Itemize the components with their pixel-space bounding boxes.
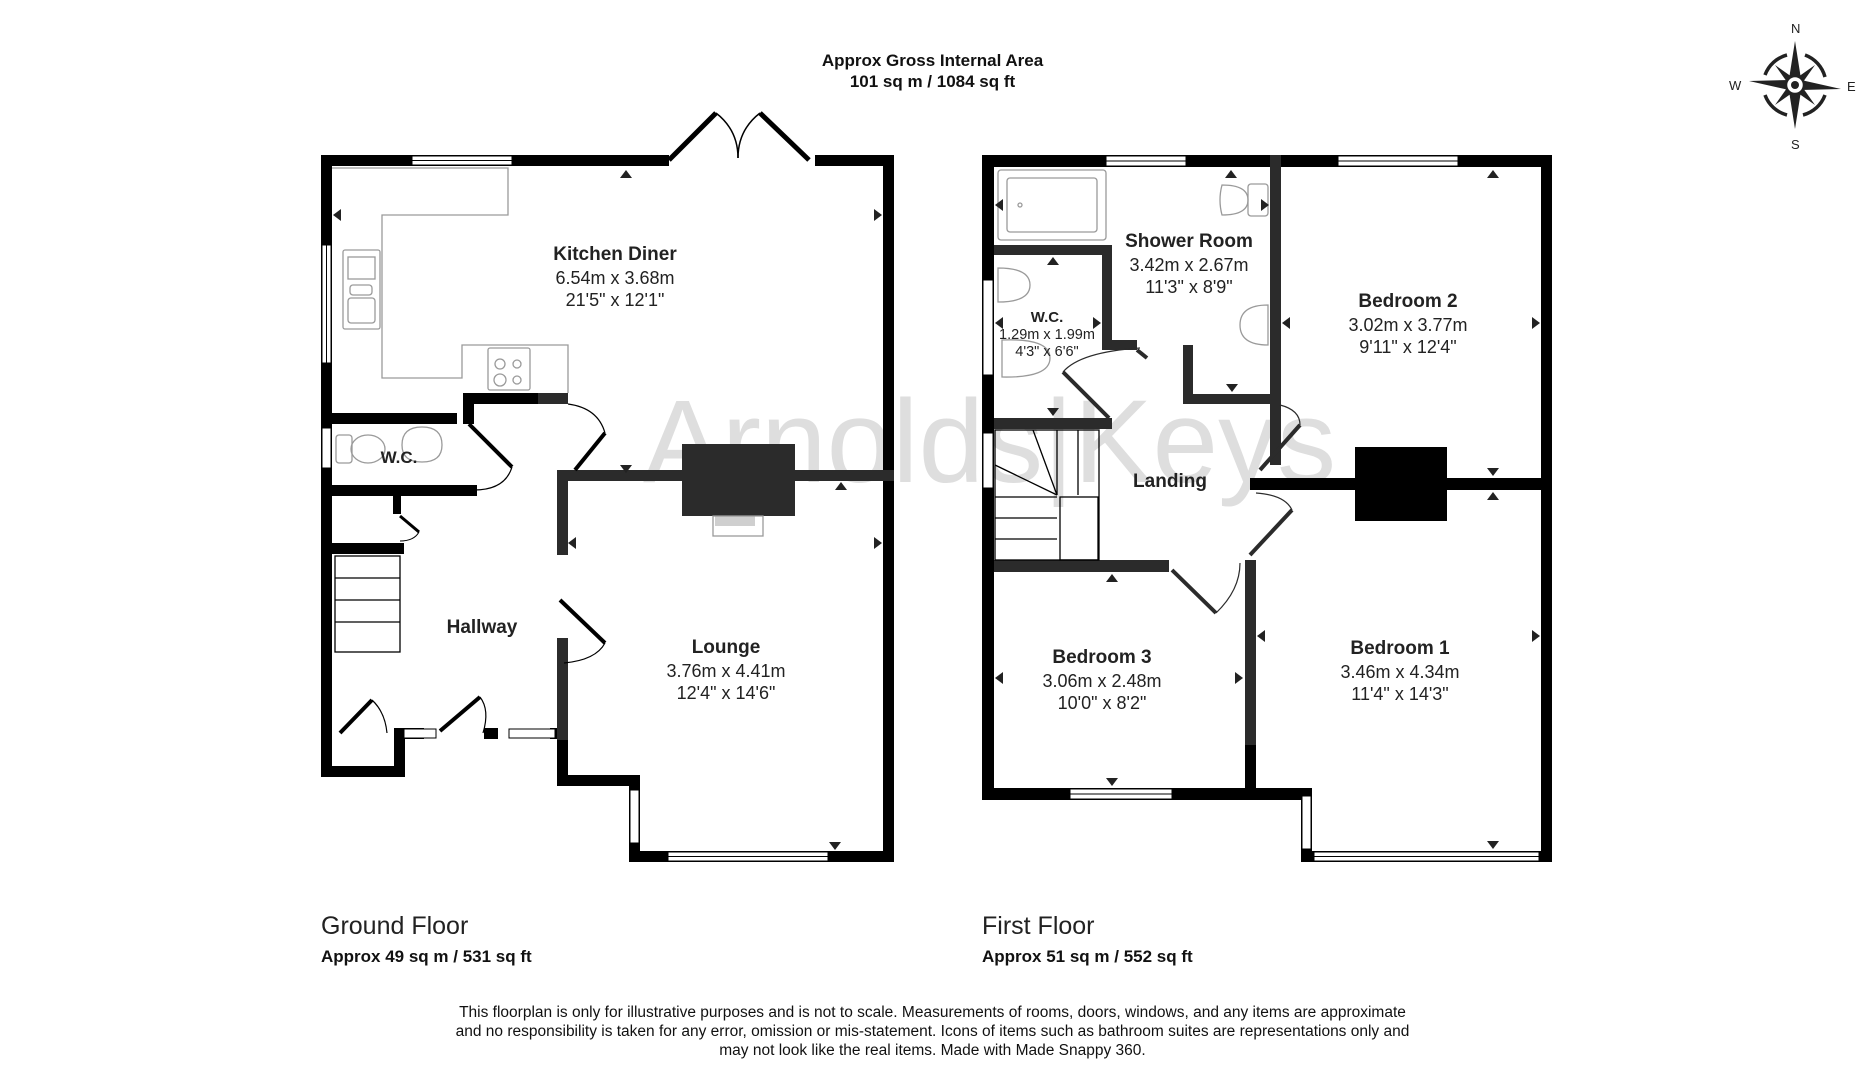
gross-internal-area: Approx Gross Internal Area 101 sq m / 10… xyxy=(0,50,1865,92)
compass-s: S xyxy=(1791,137,1800,152)
first-floor-name: First Floor xyxy=(982,912,1095,940)
first-floor-doors xyxy=(1061,347,1302,615)
ground-floor-stairs xyxy=(334,555,401,653)
compass-w: W xyxy=(1729,78,1742,93)
measurement-arrows xyxy=(333,170,1540,850)
room-bedroom-2: Bedroom 2 3.02m x 3.77m 9'11" x 12'4" xyxy=(1348,291,1468,357)
first-floor-area: Approx 51 sq m / 552 sq ft xyxy=(982,947,1193,966)
room-bedroom-3: Bedroom 3 3.06m x 2.48m 10'0" x 8'2" xyxy=(1042,647,1162,713)
kitchen-fixtures xyxy=(332,167,764,537)
disclaimer: This floorplan is only for illustrative … xyxy=(455,1004,1410,1059)
room-kitchen-diner: Kitchen Diner 6.54m x 3.68m 21'5" x 12'1… xyxy=(553,244,677,310)
ground-floor-caption: Ground Floor Approx 49 sq m / 531 sq ft xyxy=(321,912,532,967)
ground-floor-plan xyxy=(321,155,894,862)
room-lounge: Lounge 3.76m x 4.41m 12'4" x 14'6" xyxy=(666,637,786,703)
gross-area-title: Approx Gross Internal Area xyxy=(821,51,1044,70)
ground-floor-name: Ground Floor xyxy=(321,912,469,940)
ground-floor-doors xyxy=(338,111,811,735)
first-floor-plan xyxy=(982,155,1552,862)
gross-area-value: 101 sq m / 1084 sq ft xyxy=(849,72,1016,91)
compass-n: N xyxy=(1791,21,1800,36)
room-landing: Landing xyxy=(1133,471,1207,492)
room-wc-ground: W.C. xyxy=(380,448,418,467)
compass-e: E xyxy=(1847,79,1856,94)
ground-floor-area: Approx 49 sq m / 531 sq ft xyxy=(321,947,532,966)
first-floor-stairs xyxy=(994,429,1100,561)
room-shower-room: Shower Room 3.42m x 2.67m 11'3" x 8'9" xyxy=(1125,231,1253,297)
compass-rose-icon: N E S W xyxy=(1729,21,1856,152)
room-wc-first: W.C. 1.29m x 1.99m 4'3" x 6'6" xyxy=(999,309,1095,360)
bathroom-fixtures xyxy=(997,169,1269,378)
room-hallway: Hallway xyxy=(446,617,518,638)
first-floor-caption: First Floor Approx 51 sq m / 552 sq ft xyxy=(982,912,1193,967)
room-bedroom-1: Bedroom 1 3.46m x 4.34m 11'4" x 14'3" xyxy=(1340,638,1460,704)
